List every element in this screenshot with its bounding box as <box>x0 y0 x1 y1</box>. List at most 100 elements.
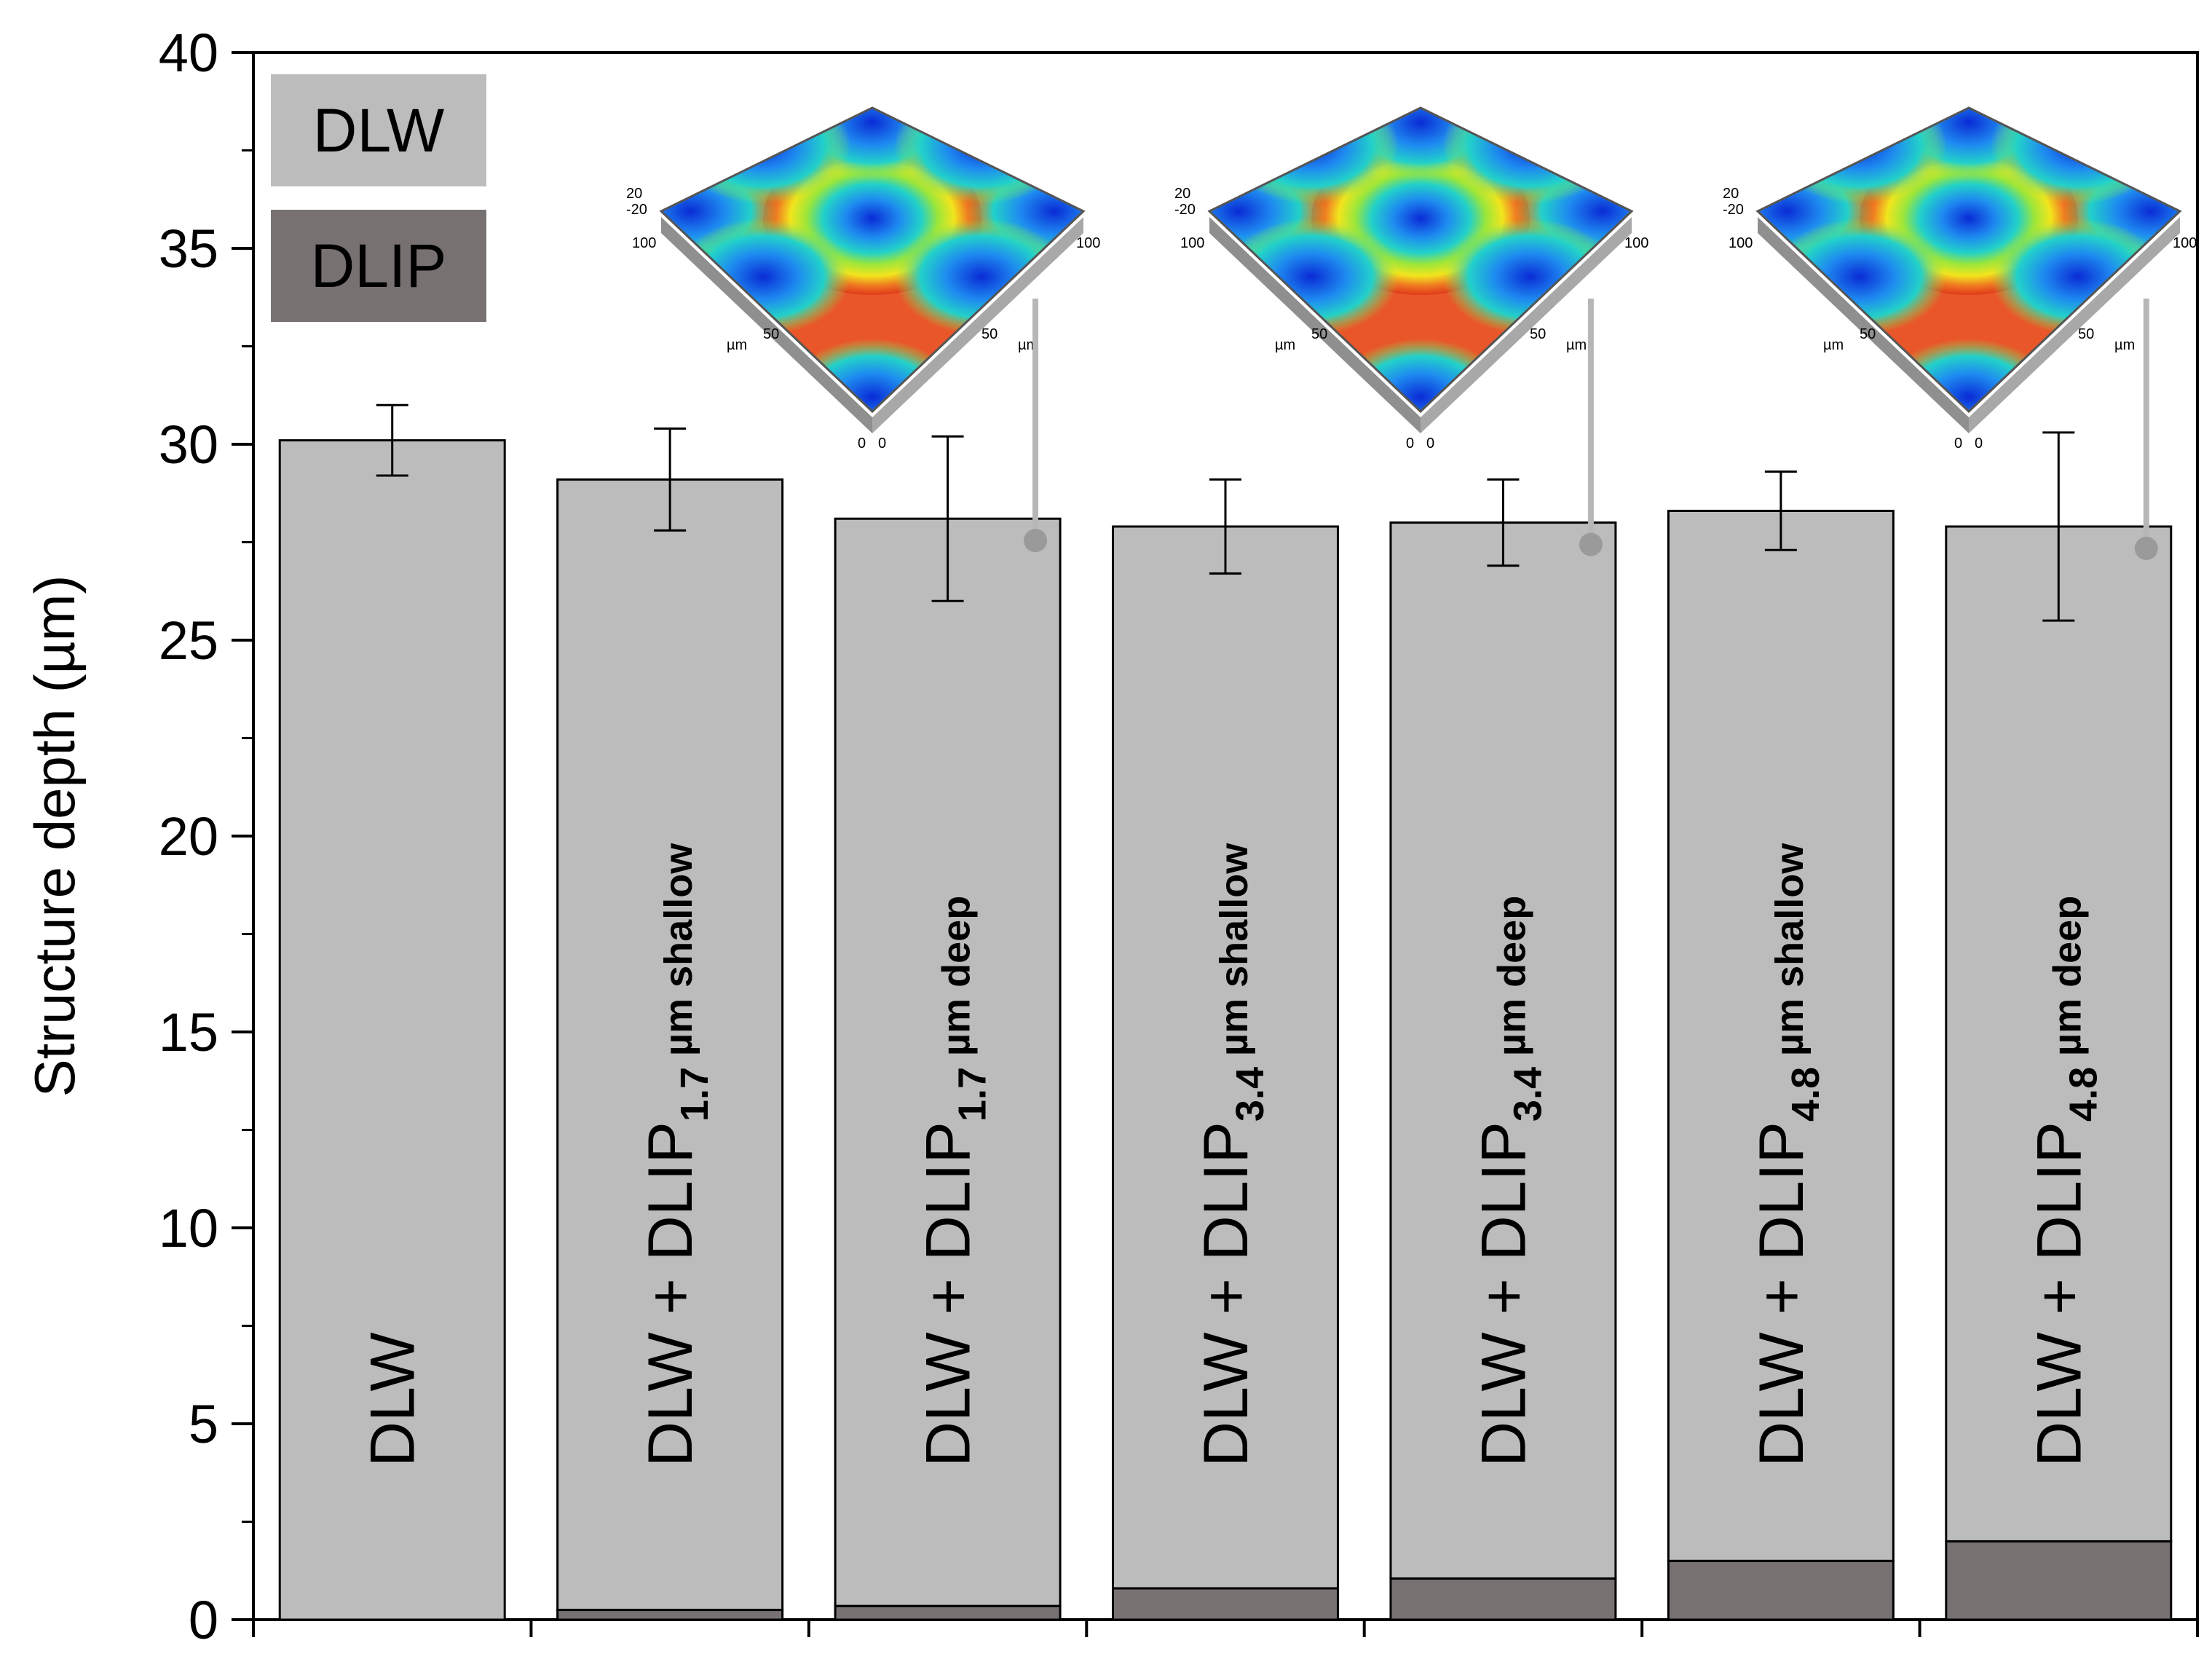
inset-tick-label: 100 <box>1624 235 1648 251</box>
bar-dlw-segment <box>278 439 506 1621</box>
bar-dlw-segment <box>1389 521 1617 1580</box>
bar-label-subscript: 4.8 <box>2061 1067 2105 1122</box>
inset-corner-well <box>1224 108 1399 204</box>
inset-tick-label: 100 <box>1076 235 1100 251</box>
y-tick-label: 25 <box>159 610 218 671</box>
inset-tick-label: 20 <box>1174 186 1190 202</box>
inset-tick-label: 100 <box>632 235 656 251</box>
bar-group: DLW + DLIP4.8 µm shallow <box>1667 470 1895 1621</box>
inset-corner-well <box>894 108 1069 204</box>
y-tick-label: 5 <box>189 1394 218 1454</box>
inset-corner-well <box>1881 339 2056 411</box>
y-tick-label: 30 <box>159 414 218 475</box>
inset-tick-label: 50 <box>1860 326 1876 342</box>
bar-label-main: DLW + DLIP <box>2024 1122 2094 1467</box>
inset-corner-well <box>1772 108 1947 204</box>
bar-label-subscript: 1.7 <box>673 1067 716 1122</box>
inset-tick-label: 50 <box>1311 326 1327 342</box>
inset-tick-label: 0 <box>878 436 886 452</box>
inset-leader-dot <box>1024 529 1048 553</box>
bar-label: DLW + DLIP3.4 µm shallow <box>1191 843 1272 1467</box>
bar-label-suffix: µm shallow <box>1768 843 1812 1067</box>
bar-group: DLW <box>278 403 506 1621</box>
inset-tick-label: 0 <box>858 436 866 452</box>
y-tick-label: 20 <box>159 806 218 867</box>
inset-tick-label: 0 <box>1954 436 1962 452</box>
inset-tick-label: 50 <box>981 326 998 342</box>
bar-label: DLW + DLIP4.8 µm deep <box>2024 896 2105 1467</box>
bar-dlip-segment <box>1667 1559 1895 1621</box>
inset-side-left <box>1209 217 1421 433</box>
legend: DLW DLIP <box>271 74 486 322</box>
inset-tick-label: -20 <box>626 202 647 218</box>
legend-label: DLIP <box>311 232 447 300</box>
inset-side-right <box>872 217 1083 433</box>
bar-label: DLW + DLIP1.7 µm deep <box>914 896 995 1467</box>
inset-side-right <box>1421 217 1632 433</box>
inset-side-left <box>661 217 872 433</box>
bar-label-subscript: 4.8 <box>1784 1067 1828 1122</box>
inset-tick-label: 20 <box>1723 186 1739 202</box>
inset-outline <box>659 106 1086 414</box>
bar-dlw-segment <box>834 517 1062 1607</box>
bar-group: DLW + DLIP3.4 µm deep <box>1389 478 1617 1621</box>
bar-label-main: DLW + DLIP <box>636 1122 706 1467</box>
y-tick-label: 0 <box>189 1590 218 1650</box>
bar-dlw-segment <box>1667 509 1895 1562</box>
bar-label-subscript: 3.4 <box>1228 1067 1272 1122</box>
y-tick-label: 15 <box>159 1002 218 1063</box>
bar-label: DLW + DLIP3.4 µm deep <box>1469 896 1549 1467</box>
inset-corner-well <box>785 339 960 411</box>
bar-dlip-segment <box>1945 1540 2173 1621</box>
bar-label-main: DLW + DLIP <box>1747 1122 1817 1467</box>
inset-tick-label: 100 <box>1180 235 1204 251</box>
inset-leader-dot <box>1579 532 1603 556</box>
inset-side-right <box>1969 217 2180 433</box>
inset-tick-label: -20 <box>1174 202 1196 218</box>
inset-tick-label: 0 <box>1406 436 1414 452</box>
inset-tick-label: µm <box>1823 337 1844 353</box>
inset-corner-well <box>676 108 850 204</box>
bar-label: DLW + DLIP4.8 µm shallow <box>1747 843 1828 1467</box>
legend-label: DLW <box>313 96 444 165</box>
inset-outline <box>1755 106 2182 414</box>
inset-outline <box>1207 106 1634 414</box>
bar-label: DLW <box>358 1332 428 1467</box>
inset-tick-label: 0 <box>1426 436 1434 452</box>
bar-dlip-segment <box>1389 1577 1617 1621</box>
bar-label-subscript: 3.4 <box>1506 1067 1549 1122</box>
y-tick-label: 40 <box>159 23 218 83</box>
bar-dlip-segment <box>1112 1587 1339 1621</box>
inset-tick-label: µm <box>727 337 747 353</box>
bar-label-suffix: µm deep <box>1490 896 1533 1067</box>
inset-tick-label: µm <box>1566 337 1587 353</box>
inset-tick-label: -20 <box>1723 202 1744 218</box>
bar-label-suffix: µm deep <box>2045 896 2089 1067</box>
inset-corner-well <box>1442 108 1617 204</box>
inset-tick-label: µm <box>1275 337 1295 353</box>
inset-tick-label: 50 <box>2078 326 2094 342</box>
inset-leader-dot <box>2134 536 2158 560</box>
y-tick-label: 10 <box>159 1198 218 1258</box>
inset-tick-label: 100 <box>2173 235 2197 251</box>
bar-label-main: DLW + DLIP <box>1469 1122 1538 1467</box>
inset-corner-well <box>1333 339 1508 411</box>
bar-group: DLW + DLIP3.4 µm shallow <box>1112 478 1339 1621</box>
y-tick-label: 35 <box>159 218 218 279</box>
bar-group: DLW + DLIP4.8 µm deep <box>1945 431 2173 1621</box>
bar-group: DLW + DLIP1.7 µm shallow <box>556 427 784 1621</box>
bar-label-main: DLW + DLIP <box>914 1122 984 1467</box>
bar-label-suffix: µm deep <box>935 896 979 1067</box>
inset-surface-pattern <box>1209 108 1632 411</box>
bar-group: DLW + DLIP1.7 µm deep <box>834 435 1062 1621</box>
inset-tick-label: 50 <box>1530 326 1546 342</box>
bar-dlip-segment <box>556 1609 784 1621</box>
bar-label: DLW + DLIP1.7 µm shallow <box>636 843 716 1467</box>
y-axis-label: Structure depth (µm) <box>23 575 87 1098</box>
inset-side-left <box>1758 217 1969 433</box>
legend-swatch <box>271 210 486 322</box>
inset-surface-pattern <box>661 108 1083 411</box>
